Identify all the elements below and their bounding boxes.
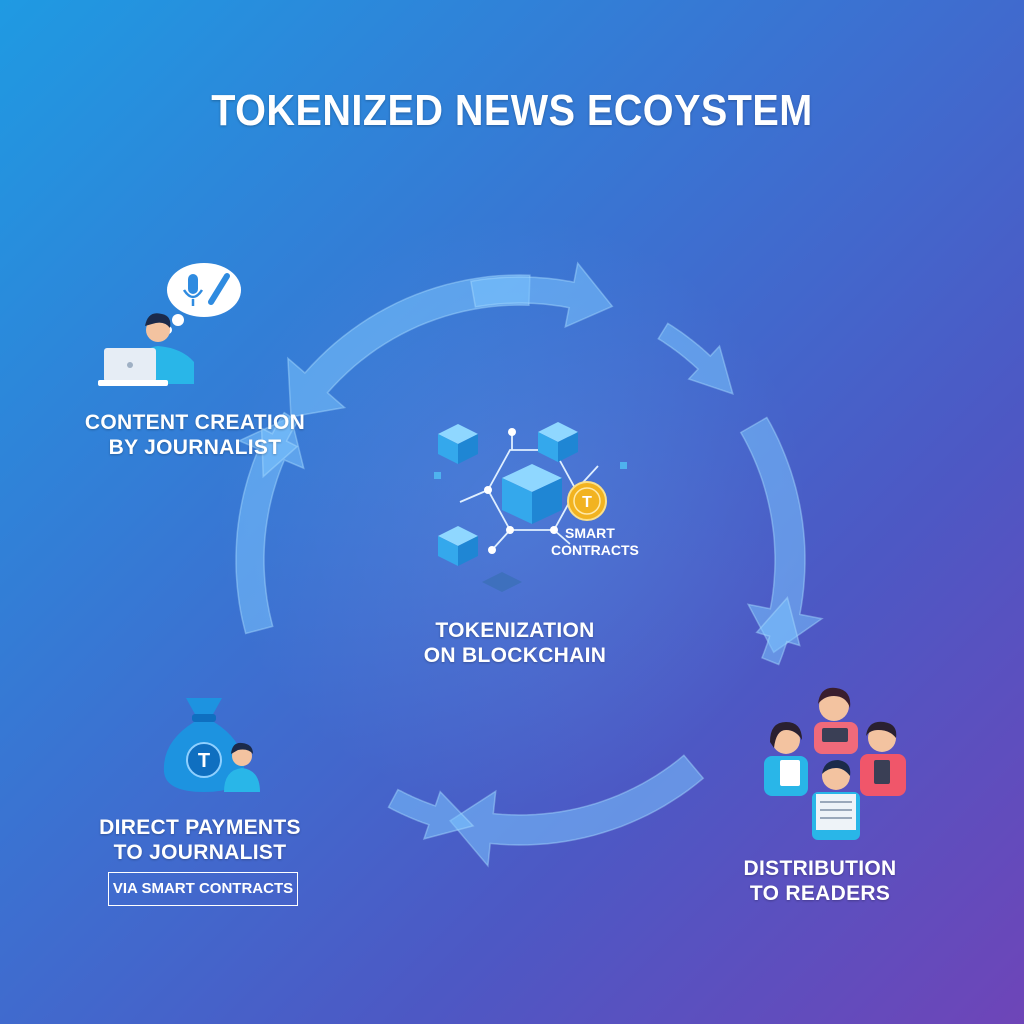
coin-letter: T	[582, 494, 592, 511]
journalist-laptop-icon	[98, 263, 241, 386]
arrow-left	[235, 415, 305, 635]
bag-coin-letter: T	[198, 750, 210, 772]
arrow-top-right	[657, 322, 734, 395]
smart-contracts-line1: SMART	[565, 525, 615, 541]
via-smart-contracts-box: VIA SMART CONTRACTS	[108, 872, 298, 906]
content-creation-line1: CONTENT CREATION	[84, 411, 306, 434]
distribution-label: DISTRIBUTION TO READERS	[700, 856, 940, 906]
page-title: TOKENIZED NEWS ECOYSTEM	[211, 86, 813, 135]
blockchain-cubes-icon	[434, 422, 627, 592]
payments-line1: DIRECT PAYMENTS	[99, 816, 301, 839]
distribution-line2: TO READERS	[749, 882, 891, 905]
tokenization-line2: ON BLOCKCHAIN	[423, 644, 607, 667]
smart-contracts-line2: CONTRACTS	[551, 542, 639, 558]
arrow-left-upper	[260, 411, 299, 479]
content-creation-label: CONTENT CREATION BY JOURNALIST	[70, 410, 320, 460]
tokenization-label: TOKENIZATION ON BLOCKCHAIN	[390, 618, 640, 668]
payments-label: DIRECT PAYMENTS TO JOURNALIST	[80, 815, 320, 865]
arrow-top	[470, 261, 614, 329]
content-creation-line2: BY JOURNALIST	[108, 436, 282, 459]
readers-group-icon	[764, 687, 906, 840]
payments-line2: TO JOURNALIST	[113, 841, 287, 864]
tokenization-line1: TOKENIZATION	[435, 619, 595, 642]
arrow-bottom	[387, 788, 475, 840]
distribution-line1: DISTRIBUTION	[743, 857, 897, 880]
smart-contracts-label: SMART CONTRACTS	[551, 525, 639, 559]
arrow-right-lower	[755, 596, 801, 666]
arrow-bottom-right	[448, 754, 705, 868]
money-bag-icon: T	[163, 698, 260, 792]
token-coin-icon: T	[567, 481, 607, 521]
